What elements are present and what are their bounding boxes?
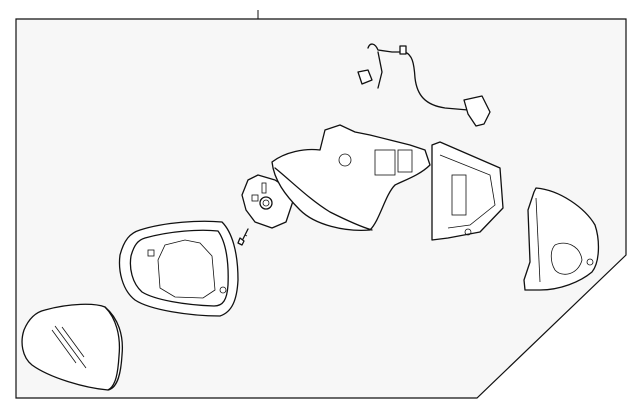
- mirror-housing-assembly[interactable]: [271, 124, 504, 241]
- mirror-glass[interactable]: [21, 303, 124, 391]
- mirror-cover[interactable]: [523, 187, 600, 291]
- screw[interactable]: [237, 228, 249, 246]
- mirror-actuator[interactable]: [241, 174, 295, 229]
- wiring-harness[interactable]: [357, 43, 491, 127]
- mirror-backing-plate[interactable]: [118, 220, 239, 317]
